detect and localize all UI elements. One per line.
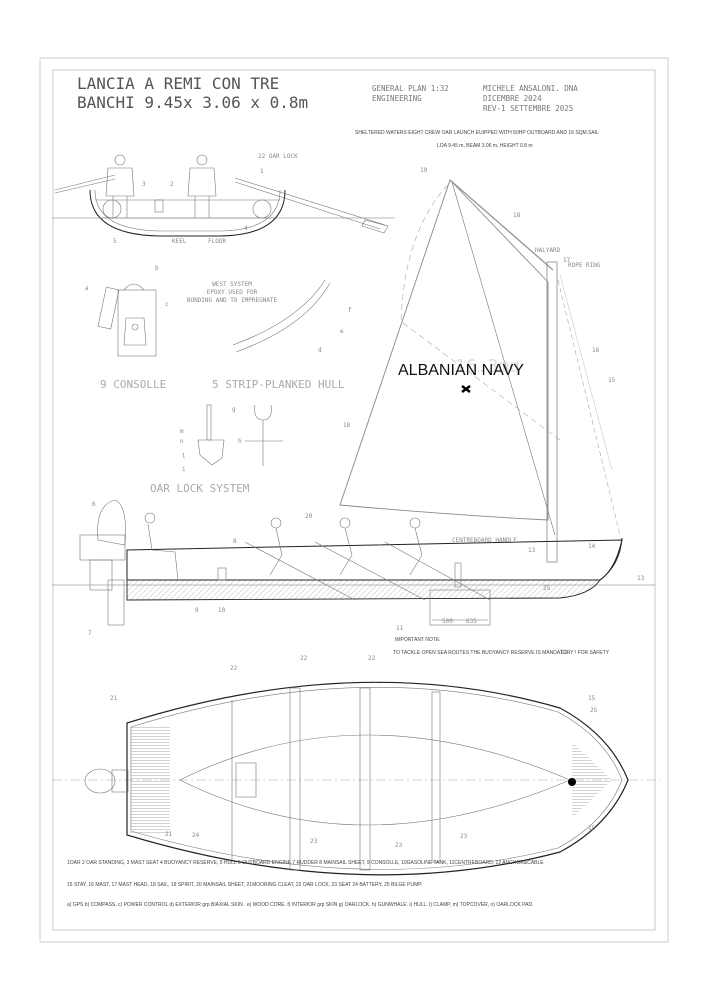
label-25: 25 [590, 707, 598, 714]
label-19: 19 [420, 167, 428, 174]
west-line-2: EPOXY USED FOR [207, 289, 258, 296]
strip-plank-detail: f e d [232, 279, 352, 354]
label-20: 20 [305, 513, 313, 520]
label-g: g [232, 406, 236, 413]
legend-line-3: a) GPS b) COMPASS. c) POWER CONTROL d) E… [67, 902, 533, 908]
title-line-1: LANCIA A REMI CON TRE [77, 74, 279, 93]
label-centreboard-handle: CENTREBOARD HANDLE [452, 537, 517, 544]
label-halyard: HALYARD [535, 247, 561, 254]
label-a: a [85, 285, 89, 292]
label-6: 6 [92, 501, 96, 508]
west-system-note: WEST SYSTEM EPOXY USED FOR BONDING AND T… [187, 281, 278, 304]
label-22: 22 [230, 665, 238, 672]
label-keel: KEEL [172, 238, 187, 245]
legend-line-1: 1OAR 2 OAR STANDING, 3 MAST SEAT 4 BUOYA… [67, 860, 544, 866]
west-line-3: BONDING AND TO IMPREGNATE [187, 297, 278, 304]
label-10: 10 [218, 607, 226, 614]
author-date: DICEMBRE 2024 [483, 94, 542, 103]
outboard-engine [79, 499, 126, 626]
label-n: n [180, 438, 184, 445]
crew-figure [105, 154, 135, 218]
label-b: b [155, 265, 159, 272]
label-18: 18 [343, 422, 351, 429]
label-22: 22 [300, 655, 308, 662]
label-11: 11 [396, 625, 404, 632]
label-23: 23 [460, 833, 468, 840]
label-13: 13 [528, 547, 536, 554]
rower-figures [144, 512, 491, 601]
label-12: 12 [560, 649, 568, 656]
drawing-frame [52, 69, 656, 931]
description-line-1: SHELTERED WATERS EIGHT CREW OAR LAUNCH E… [355, 130, 599, 136]
label-8: 8 [233, 538, 237, 545]
label-21: 21 [110, 695, 118, 702]
oarlock-title: OAR LOCK SYSTEM [150, 482, 250, 495]
revision: REV-1 SETTEMBRE 2025 [483, 104, 573, 113]
plan-engineering: ENGINEERING [372, 94, 422, 103]
label-l: l [182, 453, 186, 460]
label-5: 5 [113, 238, 117, 245]
label-h: h [238, 438, 242, 445]
label-9: 9 [195, 607, 199, 614]
oarlock-detail: g h m n l i [180, 404, 283, 473]
side-view: 6 7 8 9 10 11 12 13 13 14 20 25 CENTREBO… [52, 499, 655, 656]
label-f: f [348, 307, 352, 314]
legend-line-2: 15 STAY, 16 MAST, 17 MAST HEAD, 18 SAIL,… [67, 882, 422, 888]
label-18: 18 [513, 212, 521, 219]
dimension-635: 635 [466, 618, 477, 625]
label-13: 13 [637, 575, 645, 582]
label-7: 7 [88, 630, 92, 637]
label-floor: FLOOR [208, 238, 226, 245]
description-line-2: LOA 9.45 m, BEAM 3.06 m, HEIGHT 0.8 m [437, 143, 533, 149]
hull-title: 5 STRIP-PLANKED HULL [212, 378, 345, 391]
consolle-detail: a b c [85, 265, 169, 357]
label-15: 15 [608, 377, 616, 384]
label-m: m [180, 428, 184, 435]
title-block: LANCIA A REMI CON TRE BANCHI 9.45x 3.06 … [77, 74, 599, 149]
label-15: 15 [588, 825, 596, 832]
legend: 1OAR 2 OAR STANDING, 3 MAST SEAT 4 BUOYA… [67, 860, 544, 908]
label-16: 16 [592, 347, 600, 354]
label-15: 15 [588, 695, 596, 702]
sheet-border [39, 57, 669, 943]
important-heading: IMPORTANT NOTE: [395, 637, 441, 643]
label-e: e [340, 328, 344, 335]
important-text: TO TACKLE OPEN SEA ROUTES THE BUOYANCY R… [393, 650, 610, 656]
label-4: 4 [244, 225, 248, 232]
plan-view: 22 22 22 21 21 24 23 23 23 15 15 25 [52, 655, 660, 876]
label-c: c [165, 301, 169, 308]
label-21: 21 [165, 831, 173, 838]
label-oar-lock: 22 OAR LOCK [258, 153, 298, 160]
title-line-2: BANCHI 9.45x 3.06 x 0.8m [77, 93, 308, 112]
label-rope-ring: ROPE RING [568, 262, 601, 269]
label-17: 17 [563, 257, 571, 264]
label-1: 1 [260, 168, 264, 175]
consolle-title: 9 CONSOLLE [100, 378, 166, 391]
label-3: 3 [142, 181, 146, 188]
label-d: d [318, 347, 322, 354]
label-25: 25 [543, 585, 551, 592]
author-name: MICHELE ANSALONI. DNA [483, 84, 578, 93]
plan-scale: GENERAL PLAN 1:32 [372, 84, 449, 93]
crew-figure [187, 154, 217, 218]
label-2: 2 [170, 181, 174, 188]
sail-area: 16.3mq [455, 356, 520, 377]
cross-section-view: 22 OAR LOCK 1 2 3 4 5 KEEL FLOOR [52, 153, 395, 245]
label-i: i [182, 466, 186, 473]
west-line-1: WEST SYSTEM [212, 281, 252, 288]
label-24: 24 [192, 832, 200, 839]
label-14: 14 [588, 543, 596, 550]
sail-rig: 16.3mq ALBANIAN NAVY 19 18 18 HALYARD 17… [339, 167, 621, 563]
sail-brand: ALBANIAN NAVY [398, 362, 524, 379]
label-22: 22 [368, 655, 376, 662]
label-23: 23 [310, 838, 318, 845]
dimension-500: 500 [442, 618, 453, 625]
label-23: 23 [395, 842, 403, 849]
